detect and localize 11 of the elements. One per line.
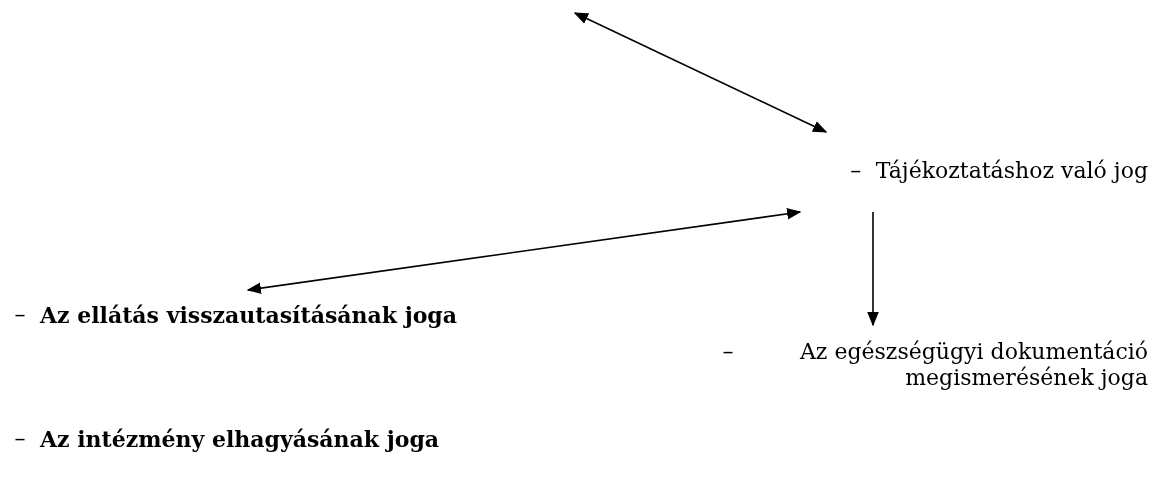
arrow xyxy=(246,208,802,294)
bullet-dash: – xyxy=(721,339,735,365)
list-item-text: Az intézmény elhagyásának joga xyxy=(40,426,440,452)
bullet-dash: – xyxy=(13,302,27,328)
list-item-text: Az ellátás visszautasításának joga xyxy=(40,302,457,328)
bullet-dash: – xyxy=(849,158,863,184)
arrow xyxy=(867,211,879,327)
bullet-dash: – xyxy=(13,426,27,452)
arrow xyxy=(573,12,828,133)
list-item-text: Az egészségügyi dokumentáció megismerésének joga xyxy=(799,339,1148,391)
list-item-text: Tájékoztatáshoz való jog xyxy=(875,158,1148,184)
